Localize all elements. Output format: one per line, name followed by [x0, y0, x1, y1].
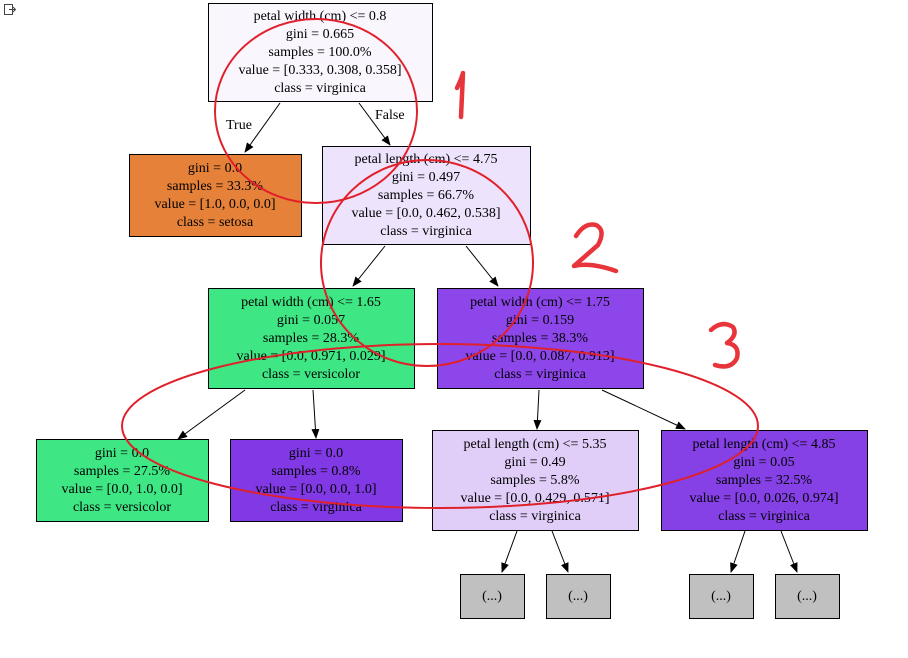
node-line: class = versicolor: [73, 500, 171, 515]
annotation-circle-1: [214, 18, 418, 204]
edge-n3-n5: [177, 389, 246, 440]
node-box: [689, 574, 754, 619]
tree-nodes: petal width (cm) <= 0.8 gini = 0.665 sampl…: [36, 3, 868, 619]
node-line: value = [0.0, 0.429, 0.571]: [460, 491, 609, 506]
node-box: [437, 288, 644, 389]
annotation-number-2: [571, 222, 619, 274]
node-line: value = [0.0, 1.0, 0.0]: [61, 482, 182, 497]
node-box: [129, 154, 302, 237]
node-line: class = virginica: [274, 81, 366, 96]
node-line: samples = 32.5%: [716, 473, 812, 488]
edge-n8-t4: [780, 530, 798, 573]
node-line: petal width (cm) <= 1.65: [241, 295, 381, 310]
annotation-circle-2: [320, 159, 534, 367]
node-line: class = setosa: [177, 215, 254, 230]
edge-root-n1: [244, 102, 281, 153]
edge-n8-t3: [730, 530, 746, 573]
annotation-number-3: [708, 321, 740, 369]
edge-n7-t2: [551, 530, 569, 573]
popout-icon[interactable]: [3, 3, 17, 17]
edge-n4-n8: [601, 389, 686, 430]
node-line: samples = 27.5%: [74, 464, 170, 479]
node-box: [546, 574, 611, 619]
edge-n2-n4: [465, 245, 499, 287]
node-line: class = virginica: [494, 367, 586, 382]
node-line: gini = 0.49: [504, 455, 565, 470]
node-line: gini = 0.665: [286, 27, 354, 42]
node-line: (...): [482, 589, 502, 604]
node-line: gini = 0.05: [733, 455, 794, 470]
annotation-number-1: [454, 70, 466, 120]
node-line: samples = 0.8%: [271, 464, 360, 479]
node-line: samples = 66.7%: [378, 188, 474, 203]
tree-node-t2: (...): [546, 574, 611, 619]
node-box: [208, 288, 415, 389]
red-annotations: [121, 18, 759, 509]
node-line: class = versicolor: [262, 367, 360, 382]
node-line: class = virginica: [380, 224, 472, 239]
node-line: (...): [797, 589, 817, 604]
node-box: [661, 430, 868, 531]
node-line: samples = 5.8%: [490, 473, 579, 488]
node-line: value = [0.333, 0.308, 0.358]: [238, 63, 401, 78]
node-box: [460, 574, 525, 619]
tree-node-n3: petal width (cm) <= 1.65 gini = 0.057 samp…: [208, 288, 415, 389]
node-line: value = [1.0, 0.0, 0.0]: [154, 197, 275, 212]
node-box: [36, 439, 209, 522]
edge-label-false: False: [375, 108, 405, 123]
node-line: samples = 100.0%: [268, 45, 371, 60]
tree-node-n8: petal length (cm) <= 4.85 gini = 0.05 samp…: [661, 430, 868, 531]
edge-n7-t1: [501, 530, 518, 573]
node-line: class = virginica: [718, 509, 810, 524]
node-line: samples = 28.3%: [263, 331, 359, 346]
edge-n4-n7: [533, 389, 542, 430]
node-box: [432, 430, 639, 531]
node-box: [230, 439, 403, 522]
node-line: value = [0.0, 0.971, 0.029]: [236, 349, 385, 364]
edge-label-true: True: [226, 118, 252, 133]
node-line: gini = 0.0: [188, 161, 242, 176]
tree-node-n6: gini = 0.0 samples = 0.8% value = [0.0, 0.…: [230, 439, 403, 522]
node-line: samples = 38.3%: [492, 331, 588, 346]
tree-node-t1: (...): [460, 574, 525, 619]
node-line: petal width (cm) <= 1.75: [470, 295, 610, 310]
node-line: samples = 33.3%: [167, 179, 263, 194]
node-line: petal length (cm) <= 4.85: [693, 437, 836, 452]
tree-node-n1: gini = 0.0 samples = 33.3% value = [1.0, 0…: [129, 154, 302, 237]
annotation-ellipse-3: [121, 343, 759, 509]
node-line: petal width (cm) <= 0.8: [254, 9, 387, 24]
edge-n3-n6: [311, 389, 320, 439]
node-line: gini = 0.057: [277, 313, 345, 328]
edge-root-n2: [358, 102, 391, 146]
node-line: petal length (cm) <= 5.35: [464, 437, 607, 452]
tree-node-n7: petal length (cm) <= 5.35 gini = 0.49 samp…: [432, 430, 639, 531]
node-line: (...): [711, 589, 731, 604]
tree-node-t4: (...): [775, 574, 840, 619]
node-line: gini = 0.497: [392, 170, 460, 185]
node-line: value = [0.0, 0.087, 0.913]: [465, 349, 614, 364]
node-line: value = [0.0, 0.0, 1.0]: [255, 482, 376, 497]
node-line: value = [0.0, 0.462, 0.538]: [351, 206, 500, 221]
node-box: [775, 574, 840, 619]
tree-node-t3: (...): [689, 574, 754, 619]
node-line: (...): [568, 589, 588, 604]
node-line: value = [0.0, 0.026, 0.974]: [689, 491, 838, 506]
node-line: gini = 0.0: [289, 446, 343, 461]
edge-n2-n3: [352, 245, 386, 287]
tree-edges: [177, 102, 798, 573]
node-line: class = virginica: [489, 509, 581, 524]
tree-node-n4: petal width (cm) <= 1.75 gini = 0.159 samp…: [437, 288, 644, 389]
node-line: gini = 0.159: [506, 313, 574, 328]
